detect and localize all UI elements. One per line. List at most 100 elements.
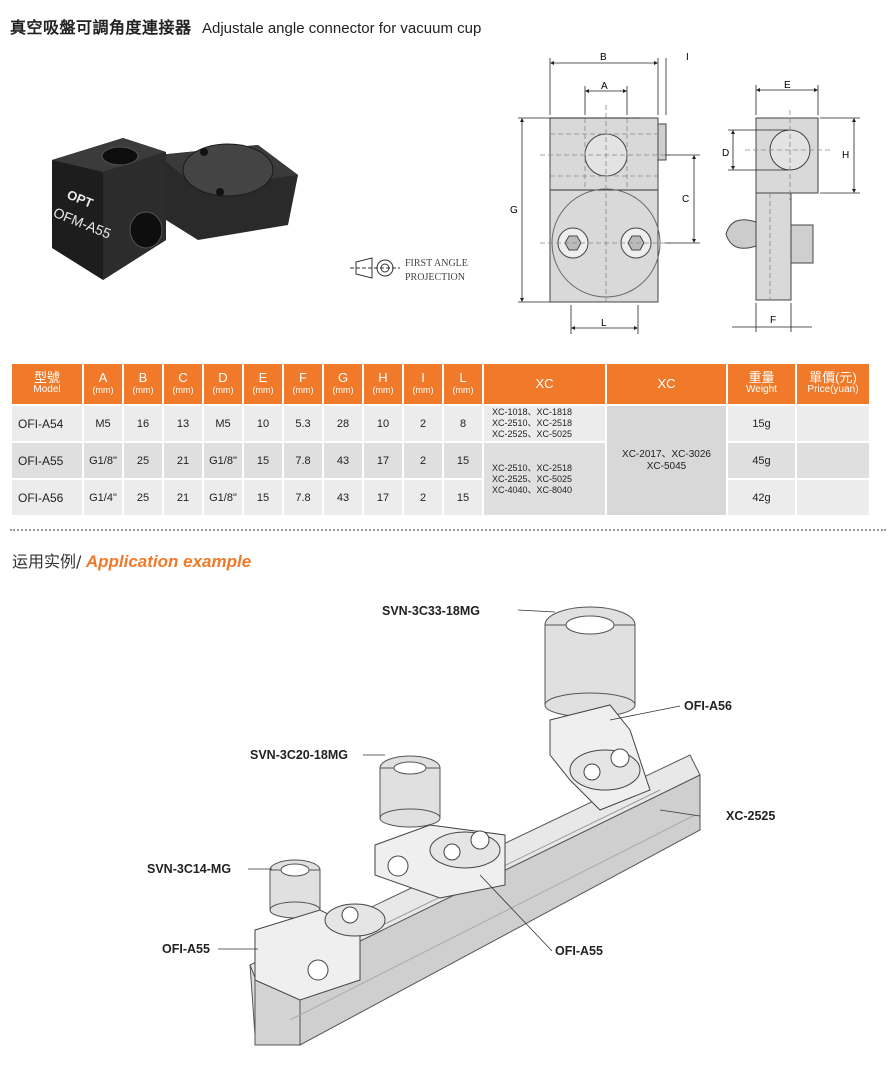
- cell-weight: 42g: [728, 480, 795, 515]
- title-en: Adjustale angle connector for vacuum cup: [201, 20, 482, 37]
- cell-e: 10: [244, 406, 282, 441]
- label-cup-small: SVN-3C14-MG: [147, 862, 231, 876]
- cell-l: 15: [444, 480, 482, 515]
- cell-d: M5: [204, 406, 242, 441]
- col-i: I(mm): [404, 364, 442, 404]
- projection-line2: PROJECTION: [405, 272, 465, 283]
- first-angle-projection-icon: [350, 257, 400, 279]
- dim-B: B: [600, 52, 607, 63]
- label-conn-mid: OFI-A55: [555, 944, 603, 958]
- cell-g: 28: [324, 406, 362, 441]
- cell-c: 13: [164, 406, 202, 441]
- col-h: H(mm): [364, 364, 402, 404]
- col-xc-1: XC: [484, 364, 605, 404]
- label-cup-mid: SVN-3C20-18MG: [250, 748, 348, 762]
- application-title-cn: 运用实例/: [12, 552, 82, 571]
- cell-model: OFI-A55: [12, 443, 82, 478]
- table-row: OFI-A56 G1/4" 25 21 G1/8" 15 7.8 43 17 2…: [12, 480, 869, 515]
- cell-a: G1/4": [84, 480, 122, 515]
- cell-a: M5: [84, 406, 122, 441]
- dim-I: I: [686, 52, 689, 63]
- small-suction-cup: [269, 859, 321, 919]
- col-a: A(mm): [84, 364, 122, 404]
- cell-a: G1/8": [84, 443, 122, 478]
- dim-L: L: [601, 318, 607, 329]
- connector-mid: [374, 824, 506, 899]
- side-view: [725, 117, 819, 301]
- col-l: L(mm): [444, 364, 482, 404]
- cell-b: 25: [124, 443, 162, 478]
- label-conn-left: OFI-A55: [162, 942, 210, 956]
- dim-C: C: [682, 194, 689, 205]
- application-illustration: SVN-3C33-18MG OFI-A56 SVN-3C20-18MG XC-2…: [147, 604, 775, 1046]
- projection-line1: FIRST ANGLE: [405, 258, 468, 269]
- col-f: F(mm): [284, 364, 322, 404]
- application-title: 运用实例/ Application example: [12, 548, 251, 572]
- cell-e: 15: [244, 443, 282, 478]
- dim-E: E: [784, 80, 791, 91]
- application-title-en: Application example: [85, 552, 252, 571]
- col-b: B(mm): [124, 364, 162, 404]
- cell-g: 43: [324, 480, 362, 515]
- cell-weight: 45g: [728, 443, 795, 478]
- cell-xc-large: XC-2510、XC-2518 XC-2525、XC-5025 XC-4040、…: [484, 443, 605, 515]
- cell-e: 15: [244, 480, 282, 515]
- cell-f: 5.3: [284, 406, 322, 441]
- cell-xc-small: XC-1018、XC-1818 XC-2510、XC-2518 XC-2525、…: [484, 406, 605, 441]
- dim-A: A: [601, 81, 608, 92]
- dim-D: D: [722, 148, 729, 159]
- col-c: C(mm): [164, 364, 202, 404]
- dim-F: F: [770, 315, 776, 326]
- cell-l: 15: [444, 443, 482, 478]
- label-cup-large: SVN-3C33-18MG: [382, 604, 480, 618]
- cell-price: [797, 406, 869, 441]
- cell-h: 17: [364, 480, 402, 515]
- connector-a56: [549, 704, 651, 811]
- cell-b: 16: [124, 406, 162, 441]
- cell-i: 2: [404, 443, 442, 478]
- label-rail: XC-2525: [726, 809, 775, 823]
- cell-d: G1/8": [204, 480, 242, 515]
- col-price: 單價(元)Price(yuan): [797, 364, 869, 404]
- table-row: OFI-A54 M5 16 13 M5 10 5.3 28 10 2 8 XC-…: [12, 406, 869, 515]
- technical-drawing: B I A G C L E D H F FIRST AN: [350, 52, 860, 334]
- cell-price: [797, 480, 869, 515]
- connector-left: [254, 903, 386, 1001]
- large-suction-cup: [544, 606, 636, 718]
- label-conn-a56: OFI-A56: [684, 699, 732, 713]
- page-title: 真空吸盤可調角度連接器 Adjustale angle connector fo…: [10, 14, 481, 38]
- col-e: E(mm): [244, 364, 282, 404]
- section-divider: [10, 529, 886, 531]
- cell-price: [797, 443, 869, 478]
- cell-weight: 15g: [728, 406, 795, 441]
- dim-G: G: [510, 205, 518, 216]
- cell-f: 7.8: [284, 480, 322, 515]
- cell-model: OFI-A54: [12, 406, 82, 441]
- cell-xc-second: XC-2017、XC-3026 XC-5045: [607, 406, 726, 515]
- front-view: [549, 117, 667, 303]
- col-g: G(mm): [324, 364, 362, 404]
- cell-model: OFI-A56: [12, 480, 82, 515]
- cell-c: 21: [164, 443, 202, 478]
- mid-suction-cup: [379, 755, 441, 828]
- cell-g: 43: [324, 443, 362, 478]
- table-row: OFI-A55 G1/8" 25 21 G1/8" 15 7.8 43 17 2…: [12, 443, 869, 515]
- col-d: D(mm): [204, 364, 242, 404]
- cell-h: 17: [364, 443, 402, 478]
- col-xc-2: XC: [607, 364, 726, 404]
- cell-i: 2: [404, 480, 442, 515]
- cell-b: 25: [124, 480, 162, 515]
- product-photo: OPT OFM-A55: [51, 138, 298, 280]
- cell-h: 10: [364, 406, 402, 441]
- title-cn: 真空吸盤可調角度連接器: [10, 18, 192, 37]
- dim-H: H: [842, 150, 849, 161]
- cell-l: 8: [444, 406, 482, 441]
- cell-i: 2: [404, 406, 442, 441]
- cell-f: 7.8: [284, 443, 322, 478]
- cell-c: 21: [164, 480, 202, 515]
- cell-d: G1/8": [204, 443, 242, 478]
